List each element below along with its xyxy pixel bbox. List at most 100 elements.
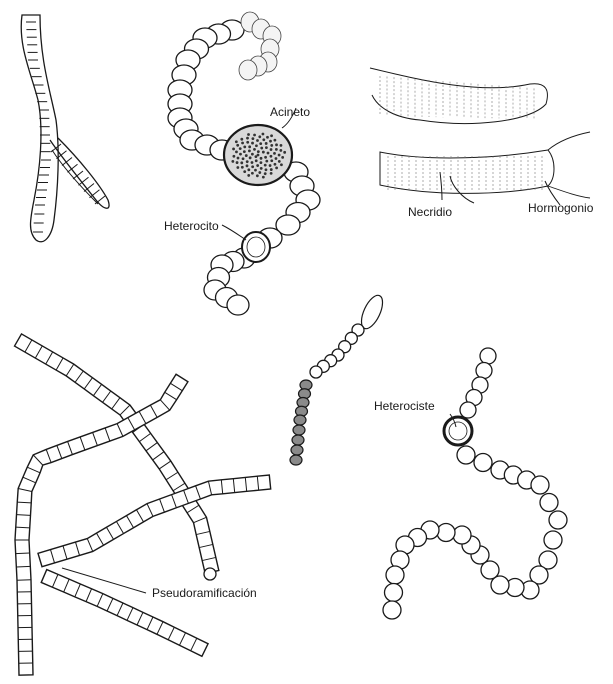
granule	[246, 137, 249, 140]
granule	[256, 139, 259, 142]
vegetative-cell	[476, 363, 492, 379]
heterocyte-cell	[242, 232, 270, 262]
granule	[275, 157, 278, 160]
vegetative-cell	[549, 511, 567, 529]
granule	[248, 149, 251, 152]
granule	[269, 140, 272, 143]
granule	[278, 160, 281, 163]
granule	[264, 172, 267, 175]
granule	[274, 139, 277, 142]
granule	[266, 136, 269, 139]
dark-cell	[294, 415, 306, 425]
vegetative-cell	[474, 454, 492, 472]
vegetative-cell	[453, 526, 471, 544]
cell-wall	[16, 553, 30, 554]
granule	[258, 171, 261, 174]
granule	[232, 148, 235, 151]
granule	[265, 168, 268, 171]
granule	[257, 150, 260, 153]
granule	[267, 152, 270, 155]
granule	[243, 145, 246, 148]
granule	[265, 142, 268, 145]
granule	[239, 147, 242, 150]
granule	[260, 147, 263, 150]
vegetative-cell	[531, 476, 549, 494]
label-akinete: Acineto	[270, 105, 310, 119]
granule	[240, 138, 243, 141]
label-heterocyst: Heterociste	[374, 399, 435, 413]
cell-wall	[16, 566, 30, 567]
granule	[264, 156, 267, 159]
granule	[265, 146, 268, 149]
panel-dark-trichome	[290, 292, 387, 465]
granule	[252, 137, 255, 140]
vegetative-cell	[437, 524, 455, 542]
vegetative-cell	[385, 584, 403, 602]
granule	[279, 149, 282, 152]
granule	[254, 169, 257, 172]
granule	[251, 161, 254, 164]
granule	[262, 138, 265, 141]
granule	[235, 140, 238, 143]
granule	[255, 144, 258, 147]
granule	[247, 174, 250, 177]
granule	[256, 174, 259, 177]
granule	[283, 151, 286, 154]
label-hormogonium: Hormogonio	[528, 201, 594, 215]
granule	[270, 134, 273, 137]
granule	[245, 154, 248, 157]
granule	[246, 160, 249, 163]
filament	[41, 570, 208, 657]
granule	[262, 176, 265, 179]
vegetative-cell	[227, 295, 249, 315]
granule	[236, 166, 239, 169]
granule	[260, 167, 263, 170]
granule	[258, 135, 261, 138]
granule	[260, 161, 263, 164]
granule	[275, 143, 278, 146]
dark-cell	[293, 425, 305, 435]
label-heterocyte: Heterocito	[164, 219, 219, 233]
vegetative-cell	[540, 494, 558, 512]
granule	[253, 134, 256, 137]
panel-hormogonium	[370, 68, 590, 198]
granule	[275, 166, 278, 169]
granule	[243, 170, 246, 173]
label-false-branching: Pseudoramificación	[152, 586, 257, 600]
granule	[269, 164, 272, 167]
granule	[260, 157, 263, 160]
granule	[247, 133, 250, 136]
granule	[280, 144, 283, 147]
granule	[231, 160, 234, 163]
granule	[270, 168, 273, 171]
vegetative-cell	[386, 566, 404, 584]
granule	[270, 148, 273, 151]
granule	[235, 150, 238, 153]
granule	[253, 148, 256, 151]
cell-wall	[17, 580, 31, 581]
vegetative-cell	[544, 531, 562, 549]
granule	[246, 141, 249, 144]
granule	[255, 159, 258, 162]
granule	[270, 159, 273, 162]
granule	[264, 164, 267, 167]
granule	[240, 161, 243, 164]
granule	[241, 166, 244, 169]
granule	[237, 157, 240, 160]
granule	[270, 172, 273, 175]
granule	[262, 133, 265, 136]
dark-cell	[291, 445, 303, 455]
heterocyst-cell	[444, 417, 472, 445]
filament	[38, 475, 271, 567]
granule	[251, 142, 254, 145]
granule	[236, 161, 239, 164]
label-necridium: Necridio	[408, 205, 452, 219]
panel-heterocyst-chain	[383, 348, 567, 619]
granule	[239, 153, 242, 156]
vegetative-cell	[460, 402, 476, 418]
vegetative-cell	[383, 601, 401, 619]
granule	[270, 144, 273, 147]
vegetative-cell	[457, 446, 475, 464]
